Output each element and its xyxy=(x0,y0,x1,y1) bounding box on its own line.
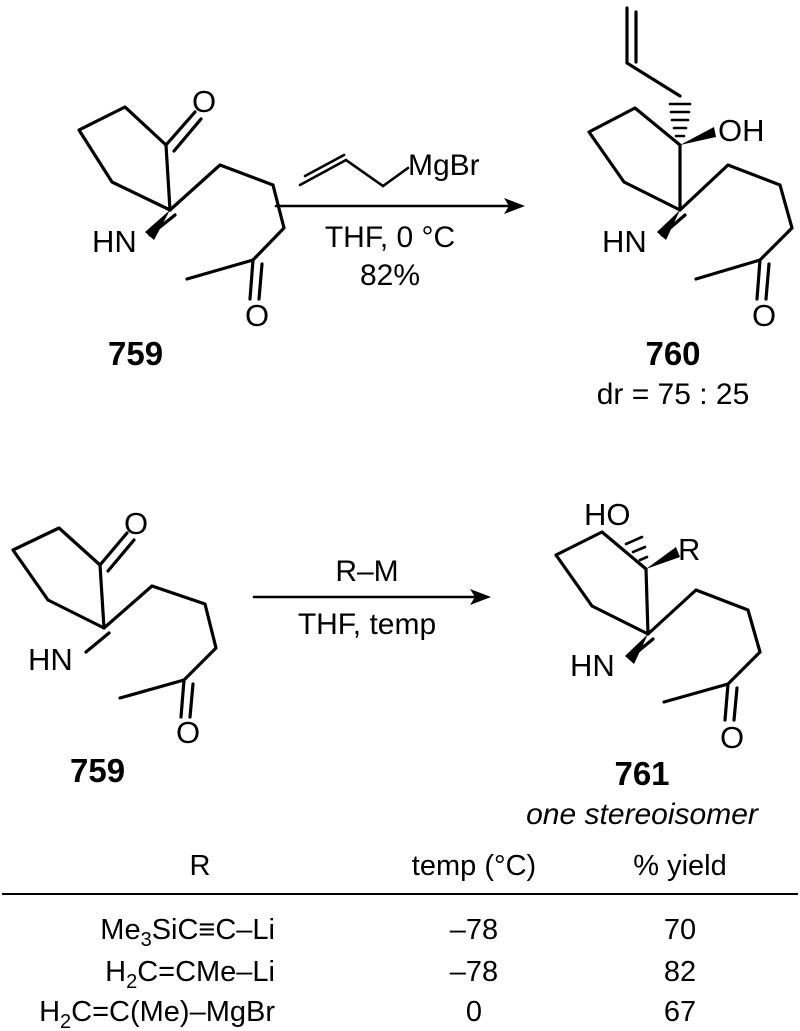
header-r: R xyxy=(190,850,211,882)
results-table: R temp (°C) % yield Me3SiC≡C–Li –78 70 H… xyxy=(2,850,798,1031)
carbonyl-oxygen: O xyxy=(124,506,148,541)
amide-oxygen: O xyxy=(720,720,744,755)
amide-nh: HN xyxy=(28,642,73,677)
amide-nh: HN xyxy=(92,224,137,259)
reaction-arrow-2: R–M THF, temp xyxy=(252,555,491,641)
piperidinone-ring xyxy=(84,584,218,719)
amide-oxygen: O xyxy=(245,298,269,333)
amide-nh: HN xyxy=(602,224,647,259)
hydroxyl: OH xyxy=(718,113,765,148)
compound-label: 761 xyxy=(614,755,669,792)
amide-oxygen: O xyxy=(176,715,200,750)
piperidinone-ring xyxy=(628,588,762,722)
r-cell: H2C=C(Me)–MgBr xyxy=(39,996,275,1031)
ketone-double-bond xyxy=(98,531,136,573)
yield-cell: 67 xyxy=(664,996,696,1028)
r-wedge-bond xyxy=(646,547,680,569)
amide-double-bond xyxy=(188,682,195,719)
allyl-chain xyxy=(625,6,682,98)
yield-cell: 70 xyxy=(664,914,696,946)
amide-double-bond xyxy=(764,262,771,301)
r-cell: Me3SiC≡C–Li xyxy=(100,914,275,951)
wedge-bond xyxy=(145,210,170,240)
dr-note: dr = 75 : 25 xyxy=(597,378,750,411)
temp-cell: –78 xyxy=(450,914,498,946)
reaction-arrow-1: MgBr THF, 0 °C 82% xyxy=(274,149,525,292)
amide-double-bond xyxy=(257,262,264,301)
temp-cell: –78 xyxy=(450,956,498,988)
wedge-bond xyxy=(625,634,648,664)
header-yield: % yield xyxy=(633,850,727,882)
table-row: Me3SiC≡C–Li –78 70 xyxy=(100,914,696,951)
yield-cell: 82 xyxy=(664,956,696,988)
compound-label: 760 xyxy=(645,335,700,372)
conditions-line-1: R–M xyxy=(335,555,398,588)
amide-oxygen: O xyxy=(752,298,776,333)
temp-cell: 0 xyxy=(466,996,482,1028)
r-group: R xyxy=(678,532,700,567)
cyclopentane-ring xyxy=(11,526,106,630)
cyclopentane-ring xyxy=(554,530,650,636)
compound-label: 759 xyxy=(70,752,125,789)
piperidinone-ring xyxy=(148,163,286,301)
ketone-double-bond xyxy=(164,110,203,153)
table-row: H2C=C(Me)–MgBr 0 67 xyxy=(39,996,696,1031)
hashed-bond xyxy=(668,102,692,138)
hashed-bond-oh xyxy=(624,535,649,562)
cyclopentane-ring xyxy=(77,105,172,212)
reagent-text: MgBr xyxy=(408,149,480,182)
stereo-note: one stereoisomer xyxy=(526,798,759,831)
conditions-line-2: THF, temp xyxy=(298,608,436,641)
compound-761: HO R HN O 761 one stereoisomer xyxy=(526,497,762,831)
hydroxyl: HO xyxy=(584,497,631,532)
cyclopentane-ring xyxy=(587,106,682,212)
table-row: H2C=CMe–Li –78 82 xyxy=(105,956,696,993)
allyl-group xyxy=(298,153,410,188)
carbonyl-oxygen: O xyxy=(192,84,216,119)
oh-wedge-bond xyxy=(680,127,716,145)
header-temp: temp (°C) xyxy=(412,850,536,882)
amide-double-bond xyxy=(732,686,739,722)
compound-label: 759 xyxy=(108,335,163,372)
conditions-line-1: THF, 0 °C xyxy=(325,221,455,254)
amide-nh: HN xyxy=(570,648,615,683)
compound-759-top: O HN O 759 xyxy=(77,84,286,372)
conditions-line-2: 82% xyxy=(360,259,420,292)
compound-759-bottom: O HN O 759 xyxy=(11,506,218,789)
compound-760: OH HN O 760 dr = 75 : 25 xyxy=(587,6,794,411)
wedge-bond xyxy=(657,210,680,240)
r-cell: H2C=CMe–Li xyxy=(105,956,275,993)
